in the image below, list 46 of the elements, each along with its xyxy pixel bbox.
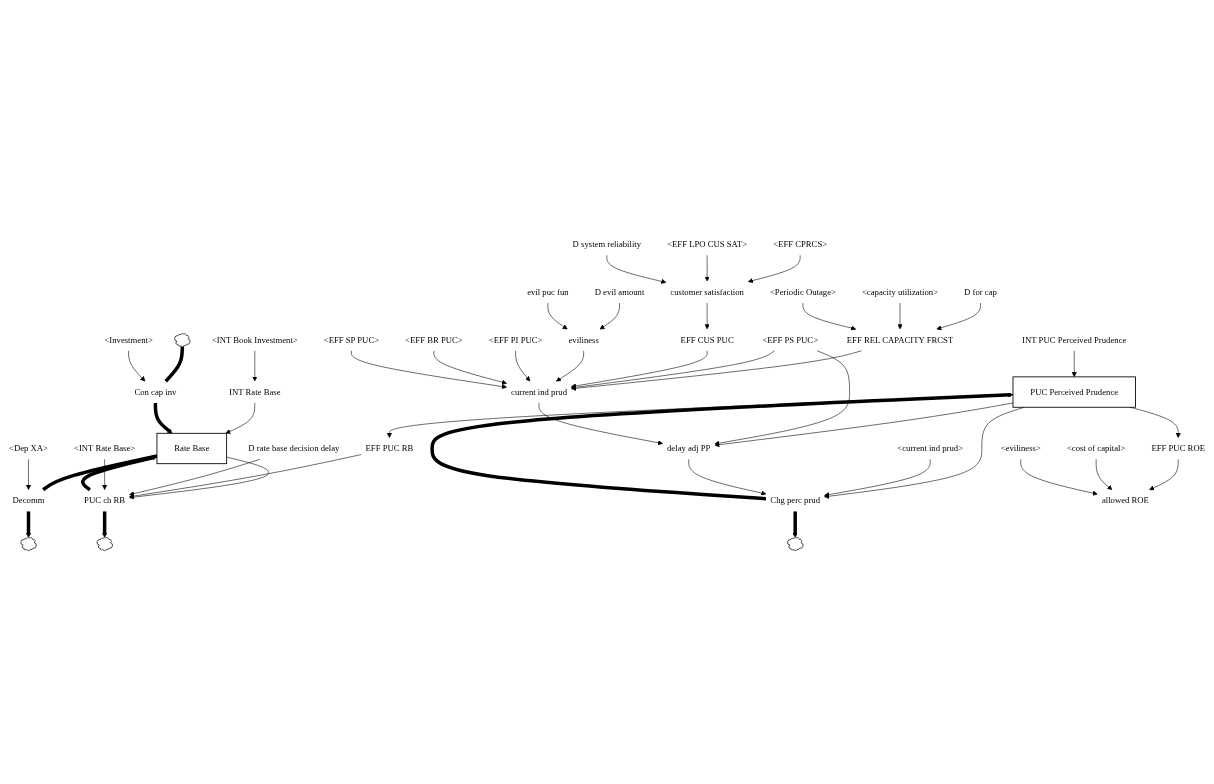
node-text: <capacity utilization>: [861, 287, 939, 297]
node-text: <EFF SP PUC>: [323, 335, 380, 345]
node-text: D for cap: [964, 287, 997, 297]
node-text: D system reliability: [572, 239, 642, 249]
arrow: [153, 402, 173, 434]
node-text: Decomm: [12, 495, 45, 506]
node-text: current ind prud: [511, 387, 567, 397]
node-text: INT Rate Base: [229, 387, 281, 397]
node-text: <Dep XA>: [9, 443, 48, 453]
node-text: <INT Book Investment>: [211, 335, 298, 345]
node-text: Chg perc prud: [770, 495, 821, 506]
node-text: EFF CUS PUC: [680, 335, 734, 345]
node-text: <INT Rate Base>: [74, 443, 136, 453]
node-text: <current ind prud>: [897, 443, 964, 453]
node-text: <EFF BR PUC>: [405, 335, 463, 345]
node-cloud: [20, 537, 37, 551]
node-text: customer satisfaction: [670, 287, 744, 297]
node-box: PUC Perceived Prudence: [1012, 376, 1136, 408]
node-box: Rate Base: [156, 432, 228, 465]
node-cloud: [96, 537, 113, 551]
node-text: evil puc fun: [527, 287, 569, 297]
node-text: PUC ch RB: [84, 495, 126, 506]
node-text: EFF PUC RB: [365, 443, 414, 453]
node-text: <Periodic Outage>: [769, 287, 836, 297]
node-text: Con cap inv: [134, 387, 177, 397]
node-text: D evil amount: [594, 287, 645, 297]
node-text: INT PUC Perceived Prudence: [1022, 335, 1127, 345]
node-text: <EFF CPRCS>: [773, 239, 828, 249]
node-text: D rate base decision delay: [248, 443, 340, 453]
node-text: delay adj PP: [667, 443, 711, 453]
arrow: [792, 511, 798, 538]
node-text: <Investment>: [104, 335, 153, 345]
node-text: <EFF PS PUC>: [762, 335, 819, 345]
node-text: EFF PUC ROE: [1151, 443, 1205, 453]
node-text: <EFF LPO CUS SAT>: [667, 239, 748, 249]
node-text: EFF REL CAPACITY FRCST: [846, 335, 954, 345]
arrow: [102, 511, 108, 538]
node-cloud: [787, 537, 804, 551]
node-text: <eviliness>: [1000, 443, 1041, 453]
connector: [164, 346, 184, 383]
arrow: [25, 511, 32, 538]
node-text: allowed ROE: [1101, 495, 1149, 506]
node-text: eviliness: [568, 335, 599, 345]
node-text: <EFF PI PUC>: [488, 335, 543, 345]
node-text: <cost of capital>: [1066, 443, 1126, 453]
node-cloud: [174, 333, 191, 347]
